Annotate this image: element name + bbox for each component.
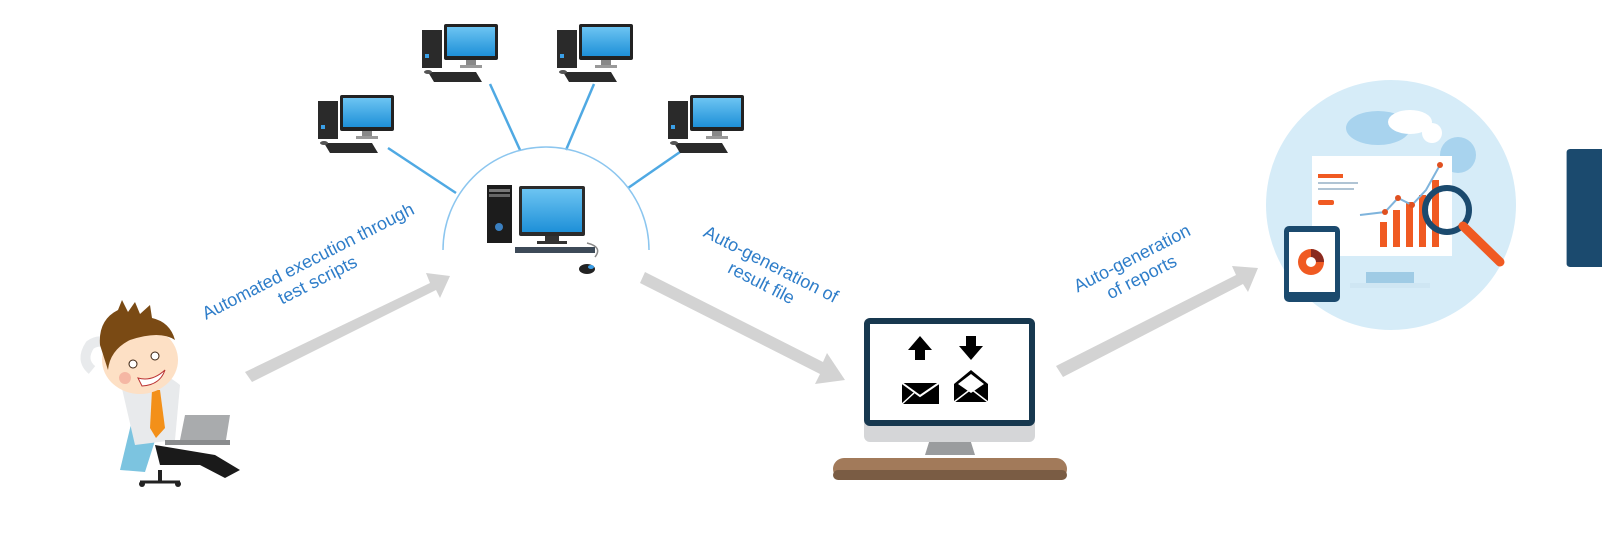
open-envelope-icon	[953, 370, 989, 403]
flow-arrow	[640, 272, 845, 384]
network-links	[387, 83, 681, 195]
network-arc	[442, 146, 650, 251]
server-computer	[487, 185, 599, 274]
flow-arrow	[1056, 266, 1258, 377]
reports-dashboard	[1266, 80, 1602, 330]
client-computer	[318, 95, 394, 153]
download-arrow-icon	[959, 336, 983, 360]
envelope-icon	[901, 382, 940, 405]
client-computer	[557, 24, 633, 82]
client-computer	[668, 95, 744, 153]
client-computer	[422, 24, 498, 82]
mail-monitor	[833, 318, 1067, 480]
tester-figure	[80, 300, 240, 487]
upload-arrow-icon	[908, 336, 932, 360]
flow-arrow	[245, 273, 450, 382]
